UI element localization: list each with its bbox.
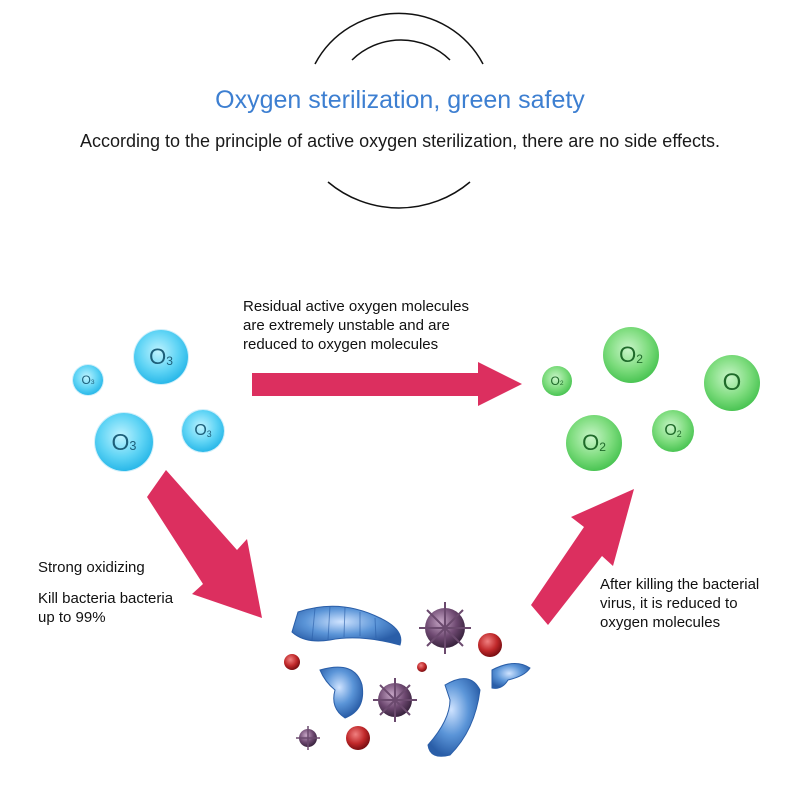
right-label-line-3: oxygen molecules (600, 614, 721, 631)
red-cell-icon (417, 662, 427, 672)
bacterium-icon (427, 678, 481, 757)
virus-icon (296, 726, 320, 750)
page-title: Oxygen sterilization, green safety (215, 86, 585, 114)
left-label-line-3: up to 99% (38, 609, 106, 626)
red-cell-icon (346, 726, 370, 750)
virus-icon (419, 602, 471, 654)
left-label-line-1: Strong oxidizing (38, 559, 145, 576)
left-label-line-2: Kill bacteria bacteria (38, 590, 174, 607)
top-label-line-2: are extremely unstable and are (243, 317, 450, 334)
down-arrow (147, 470, 262, 618)
bacterium-icon (291, 605, 402, 646)
bacterium-icon (491, 663, 531, 689)
bottom-arc (327, 181, 471, 209)
top-label-line-1: Residual active oxygen molecules (243, 298, 469, 315)
right-label-line-2: virus, it is reduced to (600, 595, 738, 612)
right-label-line-1: After killing the bacterial (600, 576, 760, 593)
bacterium-icon (319, 666, 364, 719)
top-label-line-3: reduced to oxygen molecules (243, 336, 439, 353)
top-outer-arc (314, 12, 484, 65)
red-cell-icon (284, 654, 300, 670)
bacteria-cluster (284, 602, 531, 757)
page-subtitle: According to the principle of active oxy… (79, 131, 721, 151)
right-label: After killing the bacterial virus, it is… (600, 575, 759, 632)
oxygen-atom: O (704, 355, 760, 411)
top-inner-arc (351, 39, 451, 61)
up-arrow (531, 489, 634, 625)
virus-icon (373, 678, 417, 722)
left-label: Strong oxidizing Kill bacteria bacteria … (38, 558, 173, 627)
right-arrow (252, 362, 522, 406)
red-cell-icon (478, 633, 502, 657)
top-label: Residual active oxygen molecules are ext… (243, 297, 469, 354)
